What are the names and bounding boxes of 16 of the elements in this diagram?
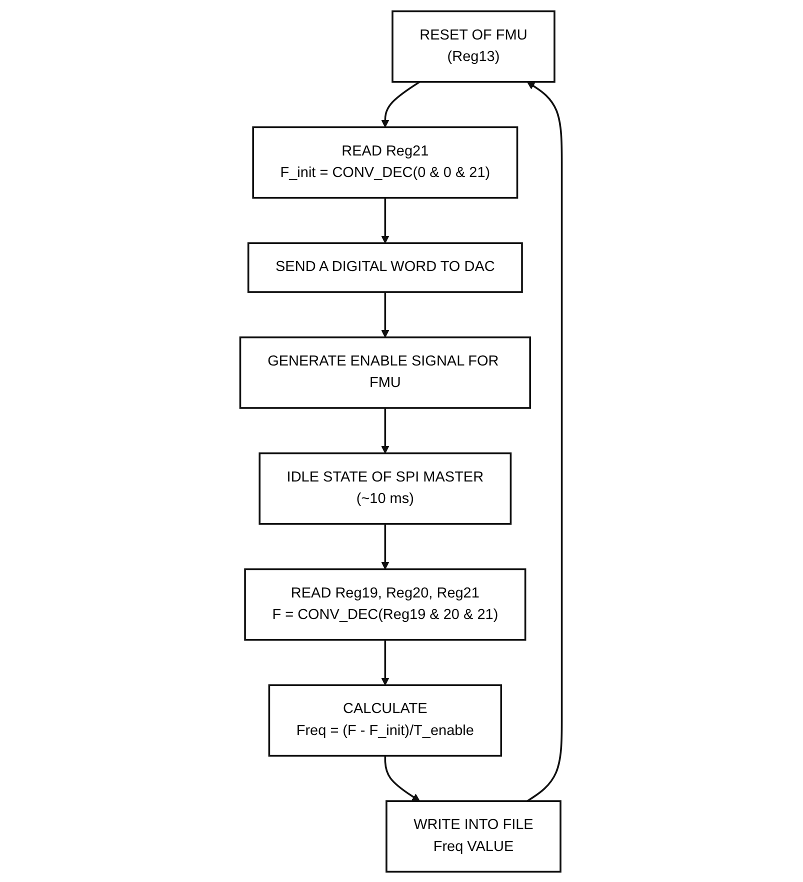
node-box: READ Reg19, Reg20, Reg21 F = CONV_DEC(Reg19 & 20 & 21): [244, 568, 527, 640]
node-box: CALCULATE Freq = (F - F_init)/T_enable: [268, 684, 503, 756]
node-box: RESET OF FMU (Reg13): [392, 10, 556, 82]
arrow: [384, 755, 420, 801]
arrow: [382, 197, 390, 243]
node-box: READ Reg21 F_init = CONV_DEC(0 & 0 & 21): [252, 126, 519, 198]
arrow: [382, 407, 390, 454]
node-box: WRITE INTO FILE Freq VALUE: [386, 800, 562, 872]
arrow: [382, 639, 390, 685]
arrow: [382, 292, 390, 338]
node-box: SEND A DIGITAL WORD TO DAC: [248, 242, 524, 292]
arrow: [382, 80, 421, 128]
arrow: [382, 523, 390, 570]
arrow: [527, 81, 564, 802]
node-box: IDLE STATE OF SPI MASTER (~10 ms): [259, 452, 512, 524]
node-box: GENERATE ENABLE SIGNAL FOR FMU: [240, 336, 532, 408]
